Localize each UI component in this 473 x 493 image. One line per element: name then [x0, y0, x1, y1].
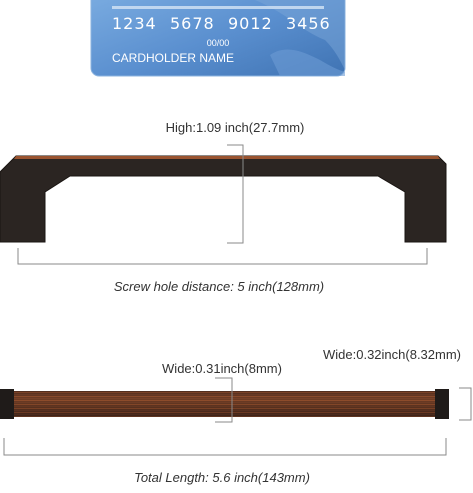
- handle-top-view: [0, 389, 449, 419]
- card-number-group: 1234: [112, 14, 157, 33]
- handle-bronze-edge: [14, 156, 440, 159]
- card-holder-name: CARDHOLDER NAME: [112, 51, 234, 65]
- card-number-group: 3456: [286, 14, 331, 33]
- height-label: High:1.09 inch(27.7mm): [166, 120, 305, 135]
- card-number-group: 5678: [170, 14, 215, 33]
- handle-body: [0, 155, 447, 243]
- total-length-label: Total Length: 5.6 inch(143mm): [134, 470, 310, 485]
- card-stripe: [112, 6, 324, 9]
- screw-hole-dimension-marker: [17, 248, 428, 265]
- handle-right-foot: [435, 389, 449, 419]
- card-number-group: 9012: [228, 14, 273, 33]
- screw-hole-distance-label: Screw hole distance: 5 inch(128mm): [114, 279, 324, 294]
- credit-card-illustration: 1234 5678 9012 3456 00/00 CARDHOLDER NAM…: [90, 0, 346, 77]
- card-expiry: 00/00: [207, 38, 230, 48]
- bar-width-dimension-marker: [215, 377, 233, 423]
- height-dimension-marker: [227, 144, 244, 244]
- handle-left-foot: [0, 389, 14, 419]
- foot-width-label: Wide:0.32inch(8.32mm): [323, 347, 461, 362]
- total-length-dimension-marker: [3, 438, 447, 456]
- handle-front-view: [0, 155, 447, 243]
- bar-width-label: Wide:0.31inch(8mm): [162, 361, 282, 376]
- foot-width-dimension-marker: [459, 387, 472, 421]
